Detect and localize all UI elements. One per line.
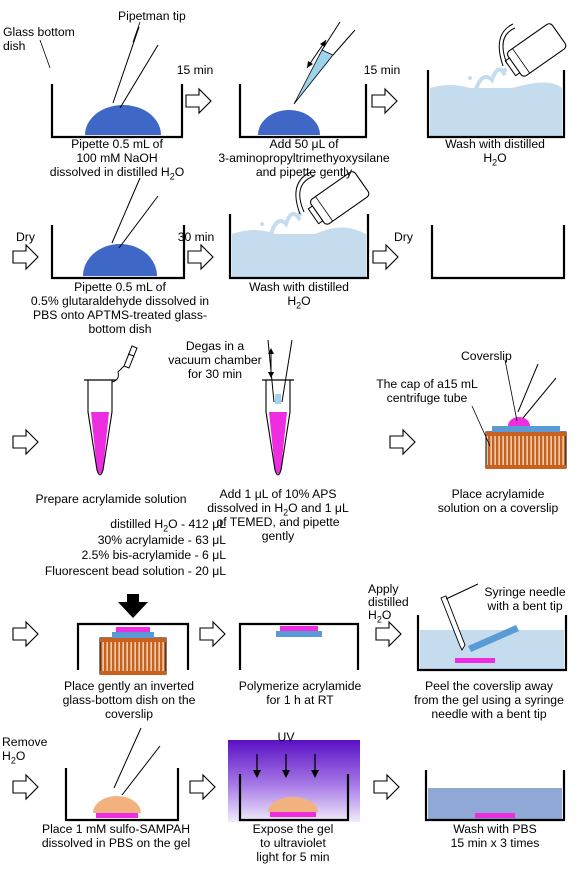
dish-wash-2 [228, 171, 370, 280]
arrow-2 [371, 88, 398, 114]
arrow-13 [373, 774, 400, 800]
transition-15min-2: 15 min [363, 63, 401, 77]
transition-15min-1: 15 min [176, 63, 214, 77]
transition-dry-1: Dry [16, 230, 35, 244]
cap-with-coverslip [471, 359, 567, 469]
press-inverted-dish [76, 594, 190, 675]
tube-aps-temed [262, 339, 294, 476]
recipe-list: distilled H2O - 412 μL 30% acrylamide - … [10, 517, 226, 579]
arrow-7 [389, 429, 416, 455]
dish-glutaraldehyde-drop [50, 177, 186, 280]
arrow-12 [189, 774, 216, 800]
recipe-bis-acrylamide: 2.5% bis-acrylamide - 6 μL [81, 548, 226, 562]
transition-30min: 30 min [177, 230, 215, 244]
uv-exposure [228, 740, 360, 822]
arrow-3 [12, 244, 39, 270]
dish-sulfo-sampah [64, 727, 180, 822]
polymerized-gel [238, 622, 360, 670]
dish-pbs-wash [424, 770, 566, 822]
dish-dry-empty [430, 225, 566, 280]
recipe-acrylamide: 30% acrylamide - 63 μL [97, 532, 226, 547]
arrow-4 [187, 244, 214, 270]
arrow-9 [199, 621, 226, 647]
coverslip-label: Coverslip [461, 349, 512, 363]
arrow-11 [12, 774, 39, 800]
arrow-8 [12, 621, 39, 647]
pipetman-tip-label: Pipetman tip [118, 9, 186, 23]
transition-dry-2: Dry [394, 230, 413, 244]
step-6-text: Prepare acrylamide solution [35, 492, 187, 506]
arrow-1 [185, 88, 212, 114]
uv-label: UV [277, 730, 295, 744]
recipe-beads: Fluorescent bead solution - 20 μL [44, 563, 226, 578]
arrow-5 [372, 244, 399, 270]
dish-aptms-drop [238, 21, 368, 139]
tube-acrylamide [84, 345, 138, 476]
arrow-6 [12, 429, 39, 455]
arrow-10 [375, 621, 402, 647]
recipe-water: distilled H2O - 412 μL [110, 517, 226, 534]
peel-coverslip [416, 583, 568, 672]
dish-wash-1 [426, 23, 567, 139]
dish-naoh-drop [39, 21, 184, 139]
